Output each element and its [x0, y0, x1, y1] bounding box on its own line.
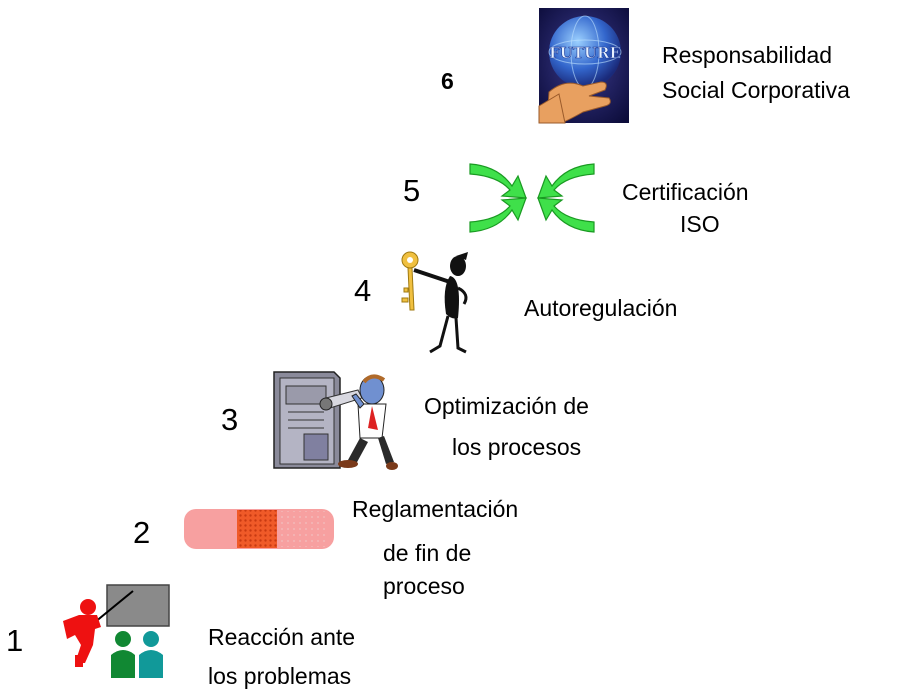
step-2-label-line-3: proceso: [383, 573, 465, 599]
step-5-label-line-2: ISO: [680, 211, 720, 237]
figure-with-key-icon: [396, 248, 476, 354]
bandage-icon: [183, 508, 335, 550]
step-6-label-line-1: Responsabilidad: [662, 42, 833, 68]
step-1-number: 1: [6, 623, 24, 658]
step-1-label-line-2: los problemas: [208, 663, 352, 689]
step-5-label-line-1: Certificación: [622, 179, 749, 205]
step-1-label-line-1: Reacción ante: [208, 624, 356, 650]
step-4-number: 4: [354, 273, 372, 308]
step-3-label-line-2: los procesos: [452, 434, 582, 460]
step-4-label: Autoregulación: [524, 295, 678, 321]
converging-arrows-icon: [468, 158, 596, 238]
step-2-number: 2: [133, 515, 151, 550]
teacher-icon: [55, 583, 175, 678]
step-5-number: 5: [403, 173, 421, 208]
step-2-label-line-1: Reglamentación: [352, 496, 519, 522]
globe-text: FUTURE: [549, 44, 621, 62]
step-2-label-line-2: de fin de: [383, 540, 472, 566]
step-3-number: 3: [221, 402, 239, 437]
hand-holding-globe-icon: FUTURE: [538, 8, 629, 124]
machine-operator-icon: [268, 368, 398, 473]
step-6-number: 6: [441, 68, 454, 94]
step-3-label-line-1: Optimización de: [424, 393, 589, 419]
step-6-label-line-2: Social Corporativa: [662, 77, 850, 103]
